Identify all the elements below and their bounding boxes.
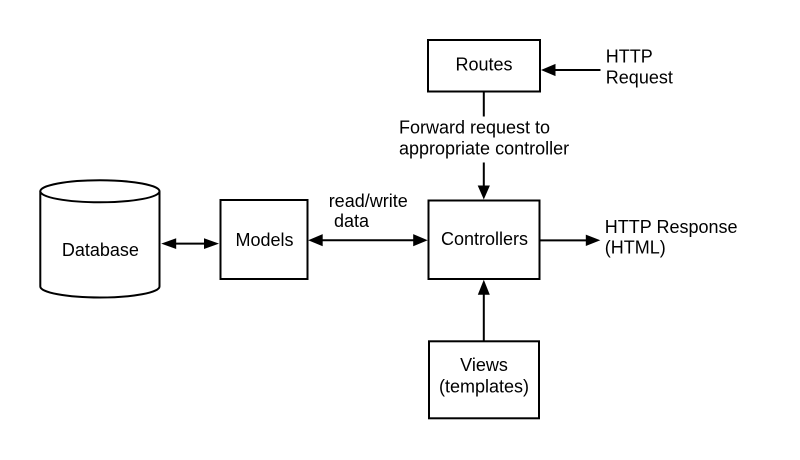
svg-text:Views: Views (460, 355, 508, 375)
svg-text:(templates): (templates) (439, 377, 529, 397)
svg-text:appropriate controller: appropriate controller (399, 139, 569, 159)
svg-text:HTTP: HTTP (606, 47, 653, 67)
svg-text:data: data (334, 211, 370, 231)
svg-text:(HTML): (HTML) (605, 238, 666, 258)
svg-text:HTTP Response: HTTP Response (605, 217, 738, 237)
svg-text:Database: Database (62, 240, 139, 260)
svg-text:read/write: read/write (329, 191, 408, 211)
svg-text:Routes: Routes (455, 54, 512, 74)
svg-text:Forward request to: Forward request to (399, 118, 550, 138)
svg-text:Models: Models (235, 230, 293, 250)
svg-text:Request: Request (606, 68, 673, 88)
svg-text:Controllers: Controllers (441, 229, 528, 249)
